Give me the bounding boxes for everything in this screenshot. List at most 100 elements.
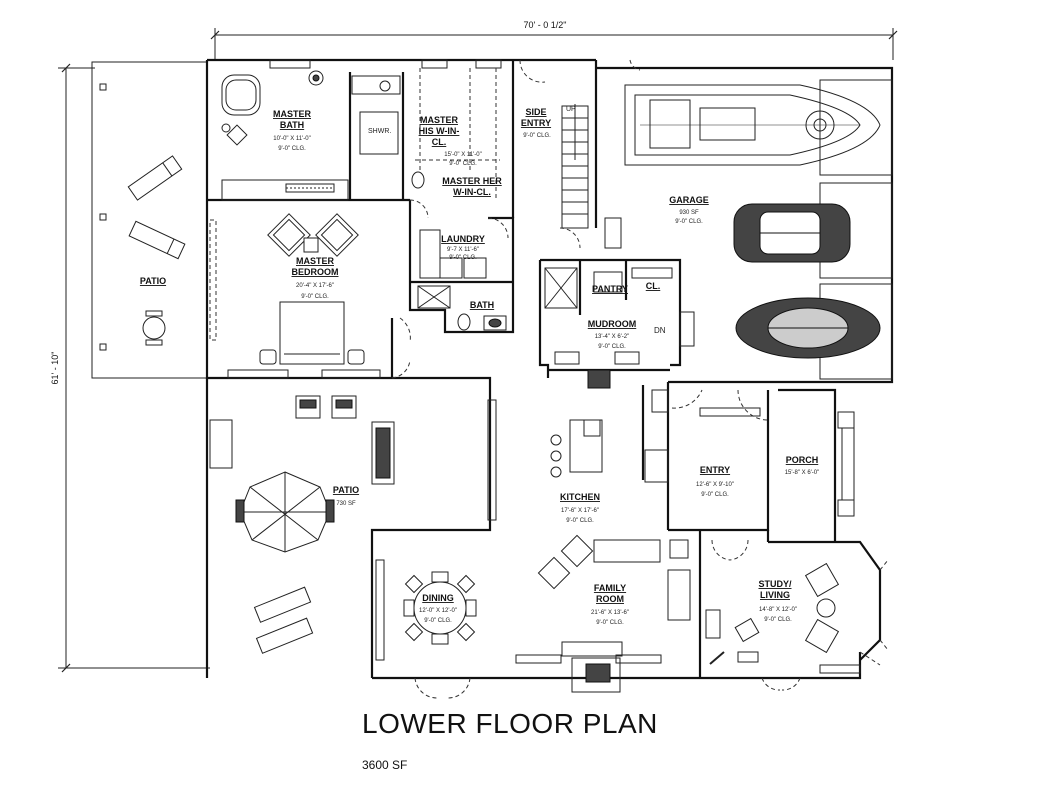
master-closet-fixtures xyxy=(415,68,500,200)
svg-text:930 SF: 930 SF xyxy=(679,210,699,216)
svg-text:12'-6" X 9'-10": 12'-6" X 9'-10" xyxy=(696,482,734,488)
svg-text:9'-7 X 11'-6": 9'-7 X 11'-6" xyxy=(447,247,479,253)
svg-text:17'-6" X 17'-6": 17'-6" X 17'-6" xyxy=(561,508,599,514)
overall-width-label: 70' - 0 1/2" xyxy=(524,20,567,30)
stair-up-label: UP xyxy=(566,106,576,113)
room-patio: PATIO 730 SF xyxy=(333,485,359,507)
svg-text:LAUNDRY: LAUNDRY xyxy=(441,234,485,244)
room-kitchen: KITCHEN 17'-6" X 17'-6" 9'-0" CLG. xyxy=(560,492,600,524)
porch-fixtures xyxy=(699,407,855,517)
dining-table-icon xyxy=(403,571,477,645)
room-bath: BATH xyxy=(470,300,494,310)
drawing-title: LOWER FLOOR PLAN xyxy=(362,708,658,739)
svg-text:13'-4" X 6'-2": 13'-4" X 6'-2" xyxy=(595,334,630,340)
car-icon xyxy=(733,203,851,263)
svg-text:SIDE: SIDE xyxy=(525,107,546,117)
shower-label: SHWR. xyxy=(368,128,391,135)
svg-text:BEDROOM: BEDROOM xyxy=(292,267,339,277)
svg-text:PORCH: PORCH xyxy=(786,455,819,465)
room-porch: PORCH 15'-8" X 6'-0" xyxy=(785,455,820,476)
svg-text:21'-6" X 13'-6": 21'-6" X 13'-6" xyxy=(591,610,629,616)
room-pantry: PANTRY xyxy=(592,284,628,294)
svg-text:9'-0" CLG.: 9'-0" CLG. xyxy=(675,219,703,225)
svg-text:MASTER: MASTER xyxy=(296,256,335,266)
room-entry: ENTRY 12'-6" X 9'-10" 9'-0" CLG. xyxy=(696,465,734,498)
master-bath-fixtures: SHWR. xyxy=(221,70,425,201)
svg-text:CL.: CL. xyxy=(432,137,447,147)
svg-text:20'-4" X 17'-6": 20'-4" X 17'-6" xyxy=(296,283,334,289)
svg-text:9'-0" CLG.: 9'-0" CLG. xyxy=(523,133,551,139)
room-master-his-closet: MASTER HIS W-IN- CL. 15'-0" X 11'-0" 9'-… xyxy=(419,115,482,167)
svg-text:PANTRY: PANTRY xyxy=(592,284,628,294)
car-icon xyxy=(735,297,881,359)
svg-text:STUDY/: STUDY/ xyxy=(758,579,792,589)
room-garage: GARAGE 930 SF 9'-0" CLG. xyxy=(669,195,709,225)
drawing-area: 3600 SF xyxy=(362,758,408,772)
family-room-furniture xyxy=(537,534,691,621)
fireplace xyxy=(561,641,623,693)
svg-text:9'-0" CLG.: 9'-0" CLG. xyxy=(278,146,306,152)
svg-text:BATH: BATH xyxy=(470,300,494,310)
room-closet: CL. xyxy=(646,281,661,291)
svg-text:10'-0" X 11'-0": 10'-0" X 11'-0" xyxy=(273,136,310,142)
door-swings xyxy=(391,59,889,699)
room-side-patio: PATIO xyxy=(140,276,166,286)
garage-vehicles xyxy=(624,84,881,359)
svg-text:BATH: BATH xyxy=(280,120,304,130)
svg-text:9'-0" CLG.: 9'-0" CLG. xyxy=(449,161,477,167)
svg-text:ROOM: ROOM xyxy=(596,594,624,604)
windows xyxy=(209,59,861,674)
svg-text:W-IN-CL.: W-IN-CL. xyxy=(453,187,491,197)
patio-furniture xyxy=(209,395,395,654)
depth-dimension: 61' - 10" xyxy=(50,63,210,673)
svg-text:CL.: CL. xyxy=(646,281,661,291)
kitchen-fixtures xyxy=(550,389,669,483)
room-master-her-closet: MASTER HER W-IN-CL. xyxy=(442,176,502,197)
svg-text:HIS W-IN-: HIS W-IN- xyxy=(419,126,460,136)
svg-text:9'-0" CLG.: 9'-0" CLG. xyxy=(764,617,792,623)
room-master-bath: MASTER BATH 10'-0" X 11'-0" 9'-0" CLG. xyxy=(273,109,312,152)
width-dimension: 70' - 0 1/2" xyxy=(210,18,898,60)
room-side-entry: SIDE ENTRY 9'-0" CLG. xyxy=(521,107,551,139)
svg-text:9'-0" CLG.: 9'-0" CLG. xyxy=(598,344,626,350)
svg-text:PATIO: PATIO xyxy=(140,276,166,286)
study-furniture xyxy=(705,562,840,665)
room-mudroom: MUDROOM 13'-4" X 6'-2" 9'-0" CLG. DN xyxy=(588,319,666,350)
svg-text:14'-8" X 12'-0": 14'-8" X 12'-0" xyxy=(759,607,797,613)
svg-text:15'-0" X 11'-0": 15'-0" X 11'-0" xyxy=(444,152,481,158)
svg-text:FAMILY: FAMILY xyxy=(594,583,626,593)
svg-text:ENTRY: ENTRY xyxy=(521,118,551,128)
room-master-bedroom: MASTER BEDROOM 20'-4" X 17'-6" 9'-0" CLG… xyxy=(292,256,339,300)
umbrella-icon xyxy=(235,471,335,553)
svg-text:MUDROOM: MUDROOM xyxy=(588,319,637,329)
svg-text:ENTRY: ENTRY xyxy=(700,465,730,475)
overall-depth-label: 61' - 10" xyxy=(50,352,60,385)
svg-text:9'-0" CLG.: 9'-0" CLG. xyxy=(701,492,729,498)
master-bedroom-furniture xyxy=(259,213,365,365)
stair: UP xyxy=(561,104,622,249)
svg-text:DINING: DINING xyxy=(422,593,454,603)
svg-text:MASTER: MASTER xyxy=(273,109,312,119)
svg-text:9'-0" CLG.: 9'-0" CLG. xyxy=(596,620,624,626)
svg-text:MASTER HER: MASTER HER xyxy=(442,176,502,186)
svg-text:LIVING: LIVING xyxy=(760,590,790,600)
svg-text:9'-0" CLG.: 9'-0" CLG. xyxy=(301,294,329,300)
svg-text:KITCHEN: KITCHEN xyxy=(560,492,600,502)
laundry-bath-fixtures xyxy=(417,229,507,331)
side-patio-deck xyxy=(91,61,208,379)
svg-text:15'-8" X 6'-0": 15'-8" X 6'-0" xyxy=(785,470,820,476)
svg-text:9'-0" CLG.: 9'-0" CLG. xyxy=(449,255,477,261)
svg-text:9'-0" CLG.: 9'-0" CLG. xyxy=(566,518,594,524)
room-family-room: FAMILY ROOM 21'-6" X 13'-6" 9'-0" CLG. xyxy=(591,583,629,626)
boat-icon xyxy=(624,84,881,166)
room-laundry: LAUNDRY 9'-7 X 11'-6" 9'-0" CLG. xyxy=(441,234,485,261)
svg-text:PATIO: PATIO xyxy=(333,485,359,495)
svg-text:MASTER: MASTER xyxy=(420,115,459,125)
svg-text:9'-0" CLG.: 9'-0" CLG. xyxy=(424,618,452,624)
room-dining: DINING 12'-0" X 12'-0" 9'-0" CLG. xyxy=(419,593,457,624)
mudroom-fixtures xyxy=(544,267,695,389)
svg-text:DN: DN xyxy=(654,326,666,335)
svg-text:730 SF: 730 SF xyxy=(336,501,356,507)
room-study-living: STUDY/ LIVING 14'-8" X 12'-0" 9'-0" CLG. xyxy=(758,579,796,623)
